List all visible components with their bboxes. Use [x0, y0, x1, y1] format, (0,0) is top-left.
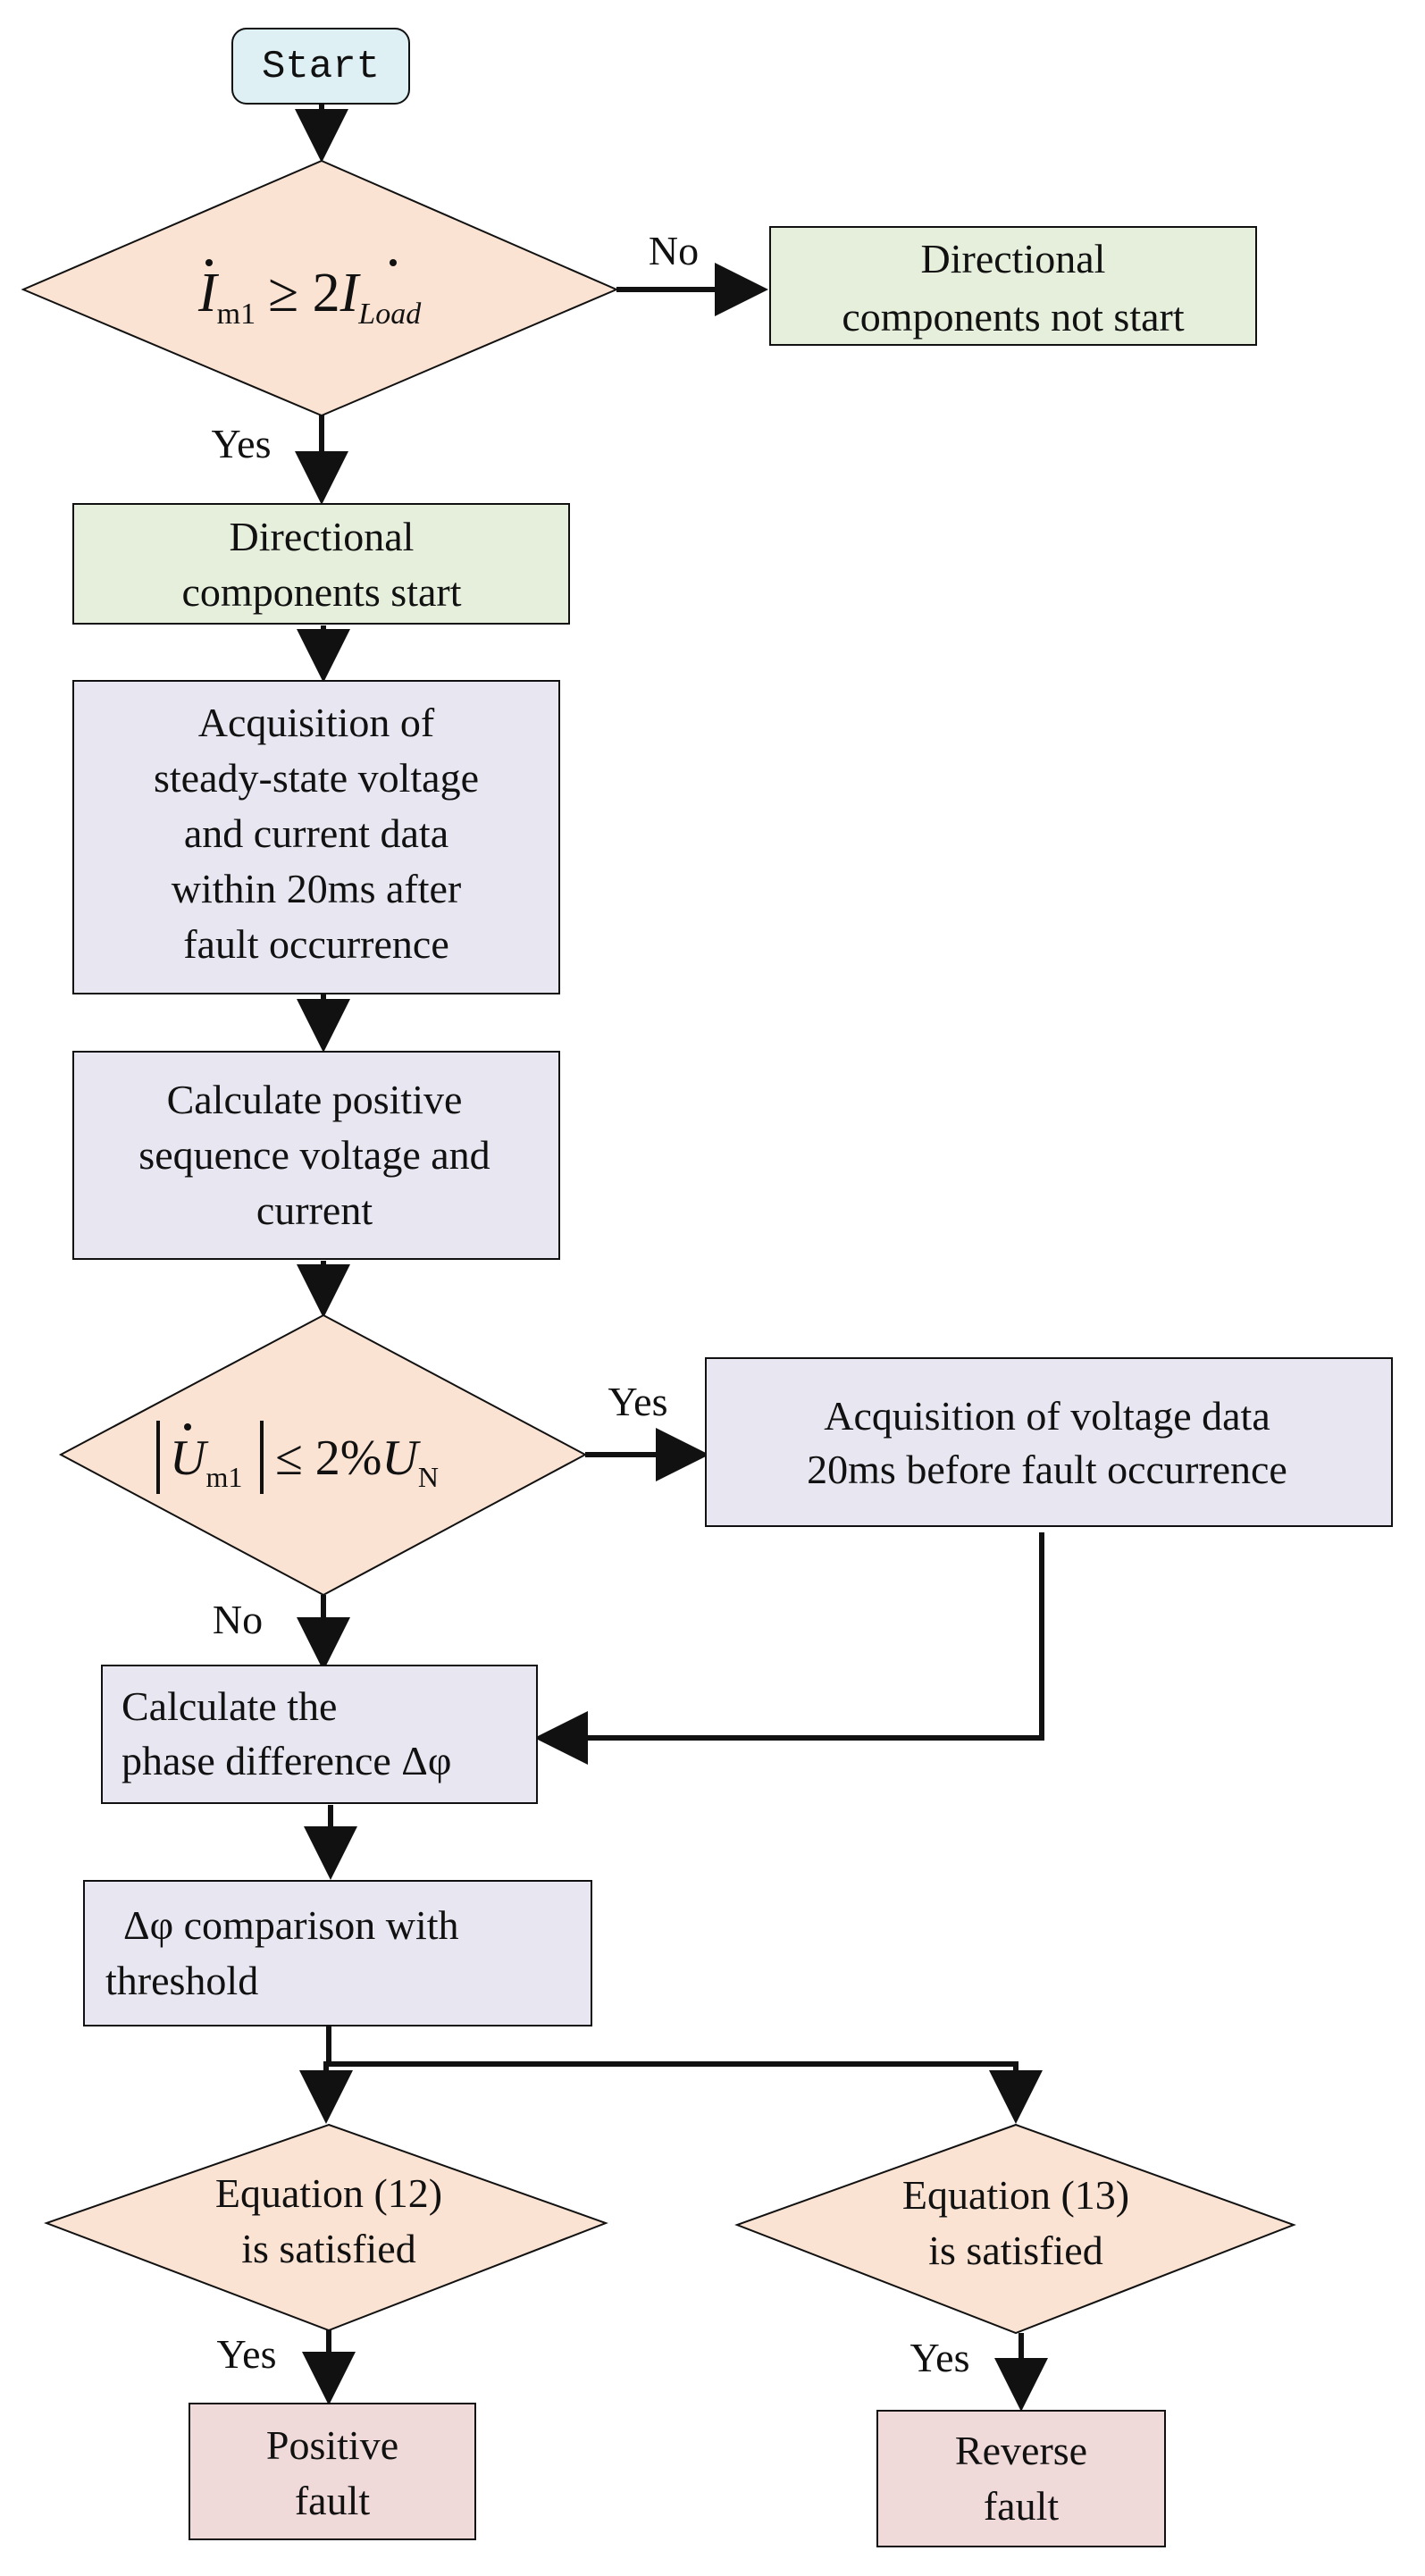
edge-before-to-phase [534, 1532, 1044, 1765]
decision-eq12-shape [44, 2123, 608, 2332]
positive-fault-shape [189, 2403, 476, 2540]
label-d2-yes: Yes [608, 1379, 668, 1424]
acquisition-before-line-2: 20ms before fault occurrence [807, 1447, 1287, 1492]
edge-compare-to-eq13 [329, 2061, 1043, 2124]
d1-relation: ≥ 2 [268, 263, 340, 323]
d2-formula-rhs: ≤ 2%UN [275, 1431, 439, 1493]
compare-threshold-line-2: threshold [105, 1958, 258, 2003]
reverse-fault-line-1: Reverse [955, 2428, 1087, 2473]
acquisition-before-node: Acquisition of voltage data 20ms before … [705, 1357, 1393, 1527]
components-start-node: Directional components start [72, 503, 570, 625]
eq12-line-1: Equation (12) [215, 2170, 442, 2216]
start-node: Start [231, 28, 410, 105]
d2-var-sub: m1 [205, 1461, 242, 1493]
components-start-line-1: Directional [230, 514, 415, 559]
calculate-positive-shape [72, 1051, 560, 1260]
positive-fault-line-2: fault [295, 2478, 371, 2523]
d2-un-sub: N [418, 1461, 439, 1493]
calculate-phase-line-1: Calculate the [122, 1683, 337, 1729]
label-eq12-yes: Yes [217, 2331, 277, 2377]
reverse-fault-node: Reverse fault [876, 2410, 1166, 2547]
start-label: Start [262, 45, 380, 89]
acquisition-steady-shape [72, 680, 560, 994]
d1-rhs-sub: Load [357, 298, 422, 331]
compare-threshold-shape [83, 1880, 592, 2026]
decision-voltage-magnitude-shape [58, 1313, 588, 1597]
d2-var: U [170, 1431, 209, 1486]
d2-un: U [381, 1431, 421, 1486]
d2-formula-var: Um1 [170, 1431, 242, 1493]
decision-load-current-shape [21, 159, 619, 417]
acquisition-steady-line-2: steady-state voltage [154, 755, 479, 801]
edge-compare-to-eq12 [299, 2026, 353, 2124]
calculate-positive-line-1: Calculate positive [167, 1077, 463, 1122]
d1-lhs-dot [205, 259, 213, 266]
decision-voltage-magnitude: Um1 ≤ 2%UN [58, 1313, 588, 1597]
compare-threshold-line-1: Δφ comparison with [123, 1902, 459, 1948]
acquisition-steady-line-1: Acquisition of [198, 700, 435, 745]
not-start-line-1: Directional [921, 236, 1106, 281]
label-d1-no: No [649, 228, 699, 273]
not-start-node: Directional components not start [769, 226, 1257, 346]
d1-rhs-var: I [339, 263, 362, 323]
not-start-line-2: components not start [842, 294, 1184, 340]
calculate-phase-shape [101, 1665, 538, 1804]
label-d2-no: No [213, 1597, 263, 1642]
calculate-phase-line-2: phase difference Δφ [122, 1738, 451, 1783]
calculate-positive-line-2: sequence voltage and [138, 1132, 490, 1178]
d1-lhs-var: I [197, 263, 220, 323]
d2-var-dot [184, 1423, 191, 1431]
start-shape [231, 28, 410, 105]
acquisition-steady-line-4: within 20ms after [172, 866, 462, 911]
decision-eq12: Equation (12) is satisfied [44, 2123, 608, 2332]
label-eq13-yes: Yes [910, 2335, 970, 2380]
components-start-shape [72, 503, 570, 625]
calculate-phase-node: Calculate the phase difference Δφ [101, 1665, 538, 1804]
eq13-line-2: is satisfied [928, 2228, 1102, 2273]
acquisition-steady-line-3: and current data [184, 810, 448, 856]
eq12-line-2: is satisfied [241, 2226, 415, 2271]
edges [295, 104, 1048, 2412]
acquisition-steady-node: Acquisition of steady-state voltage and … [72, 680, 560, 994]
reverse-fault-shape [876, 2410, 1166, 2547]
positive-fault-line-1: Positive [266, 2422, 398, 2468]
acquisition-before-shape [705, 1357, 1393, 1527]
edge-labels: No Yes Yes No Yes Yes [212, 228, 970, 2380]
decision-eq13-shape [734, 2123, 1296, 2335]
not-start-shape [769, 226, 1257, 346]
d1-rhs-dot [390, 259, 397, 266]
decision-load-current: Im1≥ 2ILoad [21, 159, 619, 417]
calculate-positive-line-3: current [256, 1187, 373, 1233]
calculate-positive-node: Calculate positive sequence voltage and … [72, 1051, 560, 1260]
components-start-line-2: components start [182, 569, 462, 615]
label-d1-yes: Yes [212, 421, 272, 466]
compare-threshold-node: Δφ comparison with threshold [83, 1880, 592, 2026]
d2-relation: ≤ 2% [275, 1431, 381, 1486]
d1-formula: Im1≥ 2ILoad [197, 263, 422, 331]
positive-fault-node: Positive fault [189, 2403, 476, 2540]
reverse-fault-line-2: fault [984, 2483, 1060, 2529]
eq13-line-1: Equation (13) [902, 2172, 1129, 2218]
d1-lhs-sub: m1 [217, 298, 256, 331]
decision-eq13: Equation (13) is satisfied [734, 2123, 1296, 2335]
acquisition-steady-line-5: fault occurrence [183, 921, 449, 967]
acquisition-before-line-1: Acquisition of voltage data [824, 1393, 1270, 1439]
